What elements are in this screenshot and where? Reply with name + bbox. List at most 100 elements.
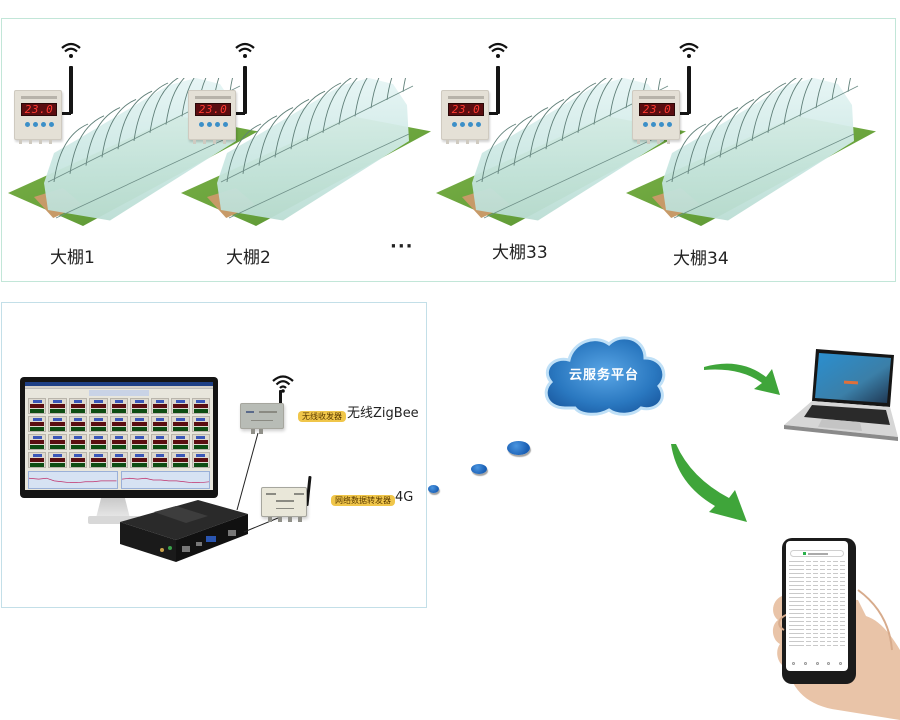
sensor-reading: 23.0 — [639, 103, 675, 116]
phone-table-row — [789, 572, 845, 575]
monitor-sensor-tile — [171, 416, 190, 432]
monitor-sensor-tile — [130, 416, 149, 432]
monitor-sensor-tile — [171, 452, 190, 468]
monitor-sensor-tile — [89, 398, 108, 414]
monitor-sensor-tile — [150, 452, 170, 468]
phone-table-row — [789, 620, 845, 623]
monitor-sensor-tile — [28, 434, 47, 450]
greenhouse — [181, 33, 441, 248]
greenhouse-label: 大棚2 — [226, 248, 271, 268]
phone-table-row — [789, 632, 845, 635]
zigbee-label: 无线ZigBee — [347, 406, 419, 421]
sensor-feet — [19, 139, 52, 144]
phone-table-row — [789, 628, 845, 631]
greenhouse-frame — [662, 33, 883, 228]
monitor-sensor-tile — [109, 434, 129, 450]
wifi-icon — [272, 375, 294, 393]
zigbee-device-badge: 无线收发器 — [298, 411, 346, 422]
monitor-sensor-tile — [48, 416, 67, 432]
wifi-icon — [679, 42, 699, 58]
monitor-sensor-tile — [150, 398, 170, 414]
monitor-sensor-tile — [28, 416, 47, 432]
greenhouse-label: 大棚34 — [673, 249, 729, 269]
monitor-sensor-tile — [68, 416, 88, 432]
monitor-sensor-tile — [109, 452, 129, 468]
phone-table-row — [789, 588, 845, 591]
more-greenhouses-ellipsis: ··· — [390, 236, 414, 257]
phone-screen — [786, 541, 848, 671]
monitor-sensor-tile — [130, 398, 149, 414]
monitor-stand — [96, 498, 130, 518]
sensor-antenna — [243, 66, 247, 114]
sensor-model-label — [21, 96, 57, 99]
phone-table-row — [789, 580, 845, 583]
monitor-sensor-tile — [48, 434, 67, 450]
monitor-sensor-tile — [48, 452, 67, 468]
arrow-to-laptop-icon — [704, 363, 780, 395]
phone-table-row — [789, 604, 845, 607]
forwarder-device-badge: 网络数据转发器 — [331, 495, 395, 506]
sensor-buttons — [199, 122, 228, 127]
monitor-sensor-tile — [89, 452, 108, 468]
monitor-sensor-tile — [68, 452, 88, 468]
phone-table-row — [789, 584, 845, 587]
signal-dot — [471, 464, 487, 474]
wifi-icon — [61, 42, 81, 58]
sensor-antenna-arm — [679, 112, 689, 115]
signal-dot — [428, 485, 439, 493]
sensor-antenna-arm — [61, 112, 71, 115]
sensor-antenna — [69, 66, 73, 114]
monitor-sensor-tile — [191, 398, 210, 414]
monitor-sensor-tile — [68, 434, 88, 450]
sensor-antenna — [496, 66, 500, 114]
monitor-base — [88, 516, 140, 524]
temperature-sensor: 23.0 — [188, 90, 236, 144]
phone-table-row — [789, 568, 845, 571]
sensor-antenna — [687, 66, 691, 114]
wifi-icon — [488, 42, 508, 58]
zigbee-antenna — [279, 390, 282, 408]
monitor-sensor-tile — [171, 398, 190, 414]
sensor-reading: 23.0 — [21, 103, 57, 116]
phone-table-row — [789, 600, 845, 603]
monitor-sensor-tile — [68, 398, 88, 414]
sensor-buttons — [643, 122, 672, 127]
phone-data-table — [786, 560, 848, 647]
sensor-feet — [446, 139, 479, 144]
temperature-sensor: 23.0 — [632, 90, 680, 144]
monitor-sensor-tile — [48, 398, 67, 414]
trend-chart-right — [120, 471, 210, 489]
phone-search-bar — [790, 550, 844, 557]
monitor-sensor-tile — [109, 398, 129, 414]
monitor-sensor-tile — [89, 416, 108, 432]
phone-table-row — [789, 636, 845, 639]
phone-table-row — [789, 640, 845, 643]
sensor-model-label — [639, 96, 675, 99]
temperature-sensor: 23.0 — [14, 90, 62, 144]
greenhouse-label: 大棚33 — [492, 243, 548, 263]
sensor-model-label — [448, 96, 484, 99]
sensor-tile-grid — [25, 397, 213, 469]
laptop-client-icon — [782, 345, 898, 451]
cloud-platform-icon — [537, 330, 671, 416]
monitor-sensor-tile — [130, 452, 149, 468]
phone-nav-bar — [792, 662, 842, 665]
phone-table-row — [789, 612, 845, 615]
phone-table-row — [789, 560, 845, 563]
phone-table-row — [789, 644, 845, 647]
phone-table-row — [789, 592, 845, 595]
sensor-reading: 23.0 — [448, 103, 484, 116]
greenhouse-frame — [217, 33, 438, 228]
monitor-sensor-tile — [28, 398, 47, 414]
phone-table-row — [789, 576, 845, 579]
sensor-buttons — [452, 122, 481, 127]
greenhouse — [626, 33, 886, 248]
monitor-sensor-tile — [109, 416, 129, 432]
sensor-reading: 23.0 — [195, 103, 231, 116]
trend-chart-left — [28, 471, 118, 489]
monitor-trend-charts — [25, 469, 213, 490]
monitor-sensor-tile — [130, 434, 149, 450]
monitor-sensor-tile — [89, 434, 108, 450]
greenhouse-label: 大棚1 — [50, 248, 95, 268]
monitor-titlebar — [25, 382, 213, 386]
